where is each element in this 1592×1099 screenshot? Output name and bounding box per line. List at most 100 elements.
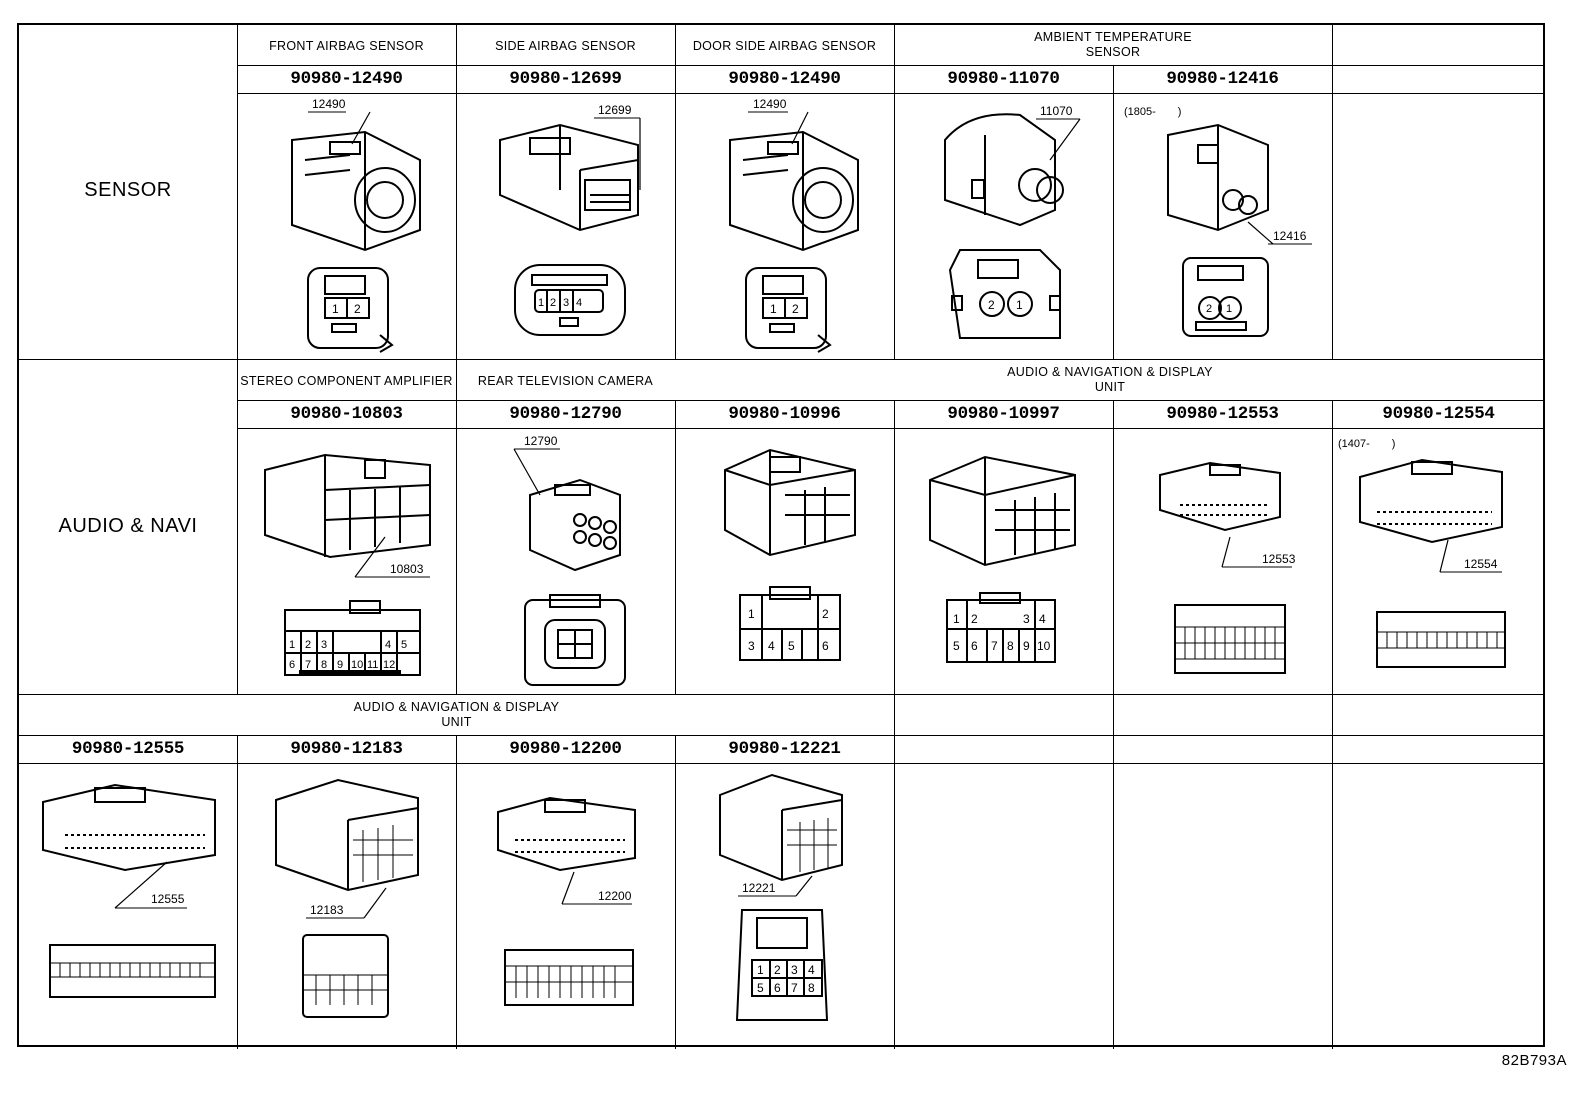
col-divider (1332, 25, 1333, 359)
col-divider (1332, 694, 1333, 1049)
part-number: 90980-10997 (947, 404, 1060, 424)
pin-label: 6 (289, 659, 295, 671)
av-unit-connector-figure: 1 2 3 4 5 6 (724, 448, 856, 661)
pin-label: 3 (321, 639, 327, 651)
row-divider (237, 400, 1545, 401)
pin-label: 5 (401, 639, 407, 651)
row-divider (237, 93, 1545, 94)
callout-label: 12790 (524, 434, 558, 448)
ambient-temp-sensor-connector-figure: (1805- ) 12416 2 1 (1124, 106, 1312, 337)
pin-label: 7 (305, 659, 311, 671)
pin-label: 12 (383, 659, 395, 671)
pin-label: 4 (385, 639, 391, 651)
connector-table: SENSOR AUDIO & NAVI FRONT AIRBAG SENSOR … (17, 23, 1545, 1049)
col-divider (1113, 694, 1114, 1049)
category-label: SENSOR (84, 179, 172, 201)
pin-label: 6 (971, 639, 978, 653)
pin-label: 9 (337, 659, 343, 671)
callout-label: 12554 (1464, 557, 1498, 571)
pin-label: 1 (770, 302, 777, 316)
callout-label: 12490 (312, 97, 346, 111)
pin-label: 3 (748, 639, 755, 653)
front-airbag-connector-figure: 12490 1 2 (291, 97, 421, 353)
row-divider (19, 735, 1545, 736)
pin-label: 2 (971, 612, 978, 626)
pin-label: 3 (563, 297, 569, 309)
category-label: AUDIO & NAVI (58, 515, 198, 537)
pin-label: 1 (748, 607, 755, 621)
ambient-temp-sensor-connector-figure: 11070 2 1 (944, 104, 1081, 339)
row-divider (237, 428, 1545, 429)
pin-label: 1 (1016, 298, 1023, 312)
av-unit-connector-figure: 12555 (42, 783, 216, 998)
pin-label: 5 (757, 981, 764, 995)
av-unit-connector-figure: 12221 1 2 3 4 5 6 7 8 (719, 773, 843, 1021)
door-side-airbag-connector-figure: 12490 1 2 (729, 97, 859, 353)
col-divider (675, 25, 676, 359)
part-number: 90980-12183 (290, 739, 403, 759)
date-note: (1805- ) (1124, 106, 1181, 118)
pin-label: 8 (808, 981, 815, 995)
part-number: 90980-12490 (290, 69, 403, 89)
part-number: 90980-12555 (71, 739, 185, 759)
col-divider (894, 25, 895, 359)
callout-label: 11070 (1040, 104, 1073, 118)
pin-label: 3 (1023, 612, 1030, 626)
part-number: 90980-12699 (509, 69, 622, 89)
pin-label: 2 (305, 639, 311, 651)
col-divider (237, 735, 238, 1049)
callout-label: 12699 (598, 103, 632, 117)
date-note: (1407- ) (1338, 438, 1395, 450)
pin-label: 1 (757, 963, 764, 977)
part-number: 90980-12200 (509, 739, 622, 759)
row-divider (237, 65, 1545, 66)
pin-label: 4 (808, 963, 815, 977)
pin-label: 2 (988, 298, 995, 312)
pin-label: 6 (774, 981, 781, 995)
av-unit-connector-figure: (1407- ) 12554 (1338, 438, 1506, 668)
av-unit-connector-figure: 12553 (1159, 461, 1296, 674)
pin-label: 7 (791, 981, 798, 995)
part-number: 90980-12416 (1166, 69, 1279, 89)
pin-label: 8 (1007, 639, 1014, 653)
part-number: 90980-11070 (947, 69, 1060, 89)
pin-label: 2 (774, 963, 781, 977)
av-unit-connector-figure: 12183 (275, 778, 419, 1018)
pin-label: 2 (1206, 303, 1212, 315)
pin-label: 5 (953, 639, 960, 653)
pin-label: 4 (768, 639, 775, 653)
col-divider (1332, 400, 1333, 694)
callout-label: 12200 (598, 889, 632, 903)
col-divider (456, 359, 457, 694)
pin-label: 4 (576, 297, 582, 309)
part-number: 90980-10996 (728, 404, 841, 424)
pin-label: 1 (289, 639, 295, 651)
col-divider (894, 694, 895, 1049)
col-divider (675, 400, 676, 694)
connector-title: REAR TELEVISION CAMERA (477, 374, 654, 388)
pin-label: 1 (953, 612, 960, 626)
col-divider (456, 25, 457, 400)
connector-title: SIDE AIRBAG SENSOR (495, 39, 636, 53)
pin-label: 9 (1023, 639, 1030, 653)
pin-label: 4 (1039, 612, 1046, 626)
pin-label: 3 (791, 963, 798, 977)
part-number: 90980-10803 (290, 404, 403, 424)
callout-label: 12416 (1273, 229, 1307, 243)
pin-label: 7 (991, 639, 998, 653)
av-unit-connector-figure: 12200 (497, 796, 636, 1006)
row-divider (19, 359, 1545, 360)
pin-label: 10 (351, 659, 363, 671)
row-divider (19, 763, 1545, 764)
pin-label: 8 (321, 659, 327, 671)
col-divider (1113, 400, 1114, 694)
stereo-amplifier-connector-figure: 10803 1 2 3 4 5 6 7 8 9 10 11 12 (264, 453, 431, 676)
pin-label: 11 (367, 659, 378, 671)
col-divider (894, 400, 895, 694)
connector-title: FRONT AIRBAG SENSOR (269, 39, 424, 53)
pin-label: 2 (354, 302, 361, 316)
pin-label: 5 (788, 639, 795, 653)
pin-label: 1 (1226, 303, 1232, 315)
connector-title: AMBIENT TEMPERATURE SENSOR (1034, 30, 1192, 59)
reference-code: 82B793A (1501, 1052, 1567, 1069)
